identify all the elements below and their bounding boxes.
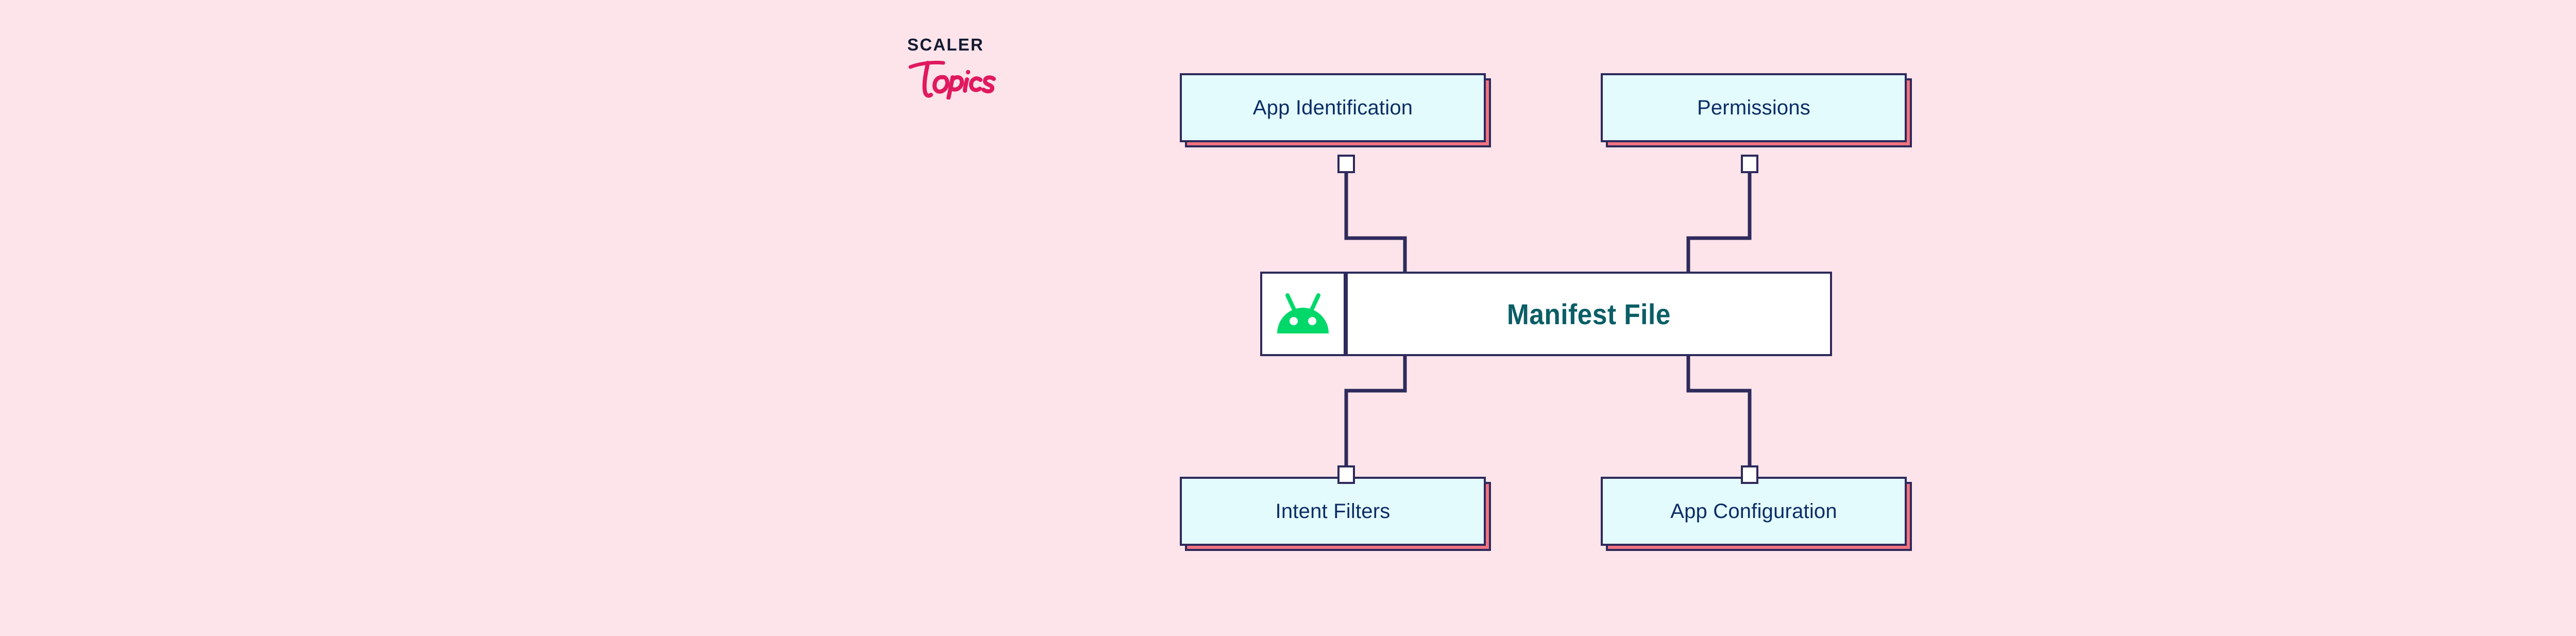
node-face: App Identification: [1180, 73, 1486, 142]
manifest-file-group[interactable]: Manifest File: [1260, 272, 1832, 356]
node-label: Intent Filters: [1275, 499, 1391, 523]
node-face: Intent Filters: [1180, 477, 1486, 546]
wire-intent-filters: [1344, 356, 1407, 475]
port-intent-filters: [1337, 465, 1355, 484]
port-permissions: [1741, 155, 1758, 173]
port-app-configuration: [1741, 465, 1758, 484]
wire-app-configuration: [1686, 356, 1752, 475]
android-robot-icon: [1277, 293, 1329, 333]
node-face: App Configuration: [1601, 477, 1907, 546]
android-icon-box: [1260, 272, 1346, 356]
node-app-configuration[interactable]: App Configuration: [1601, 477, 1912, 551]
manifest-file-label: Manifest File: [1506, 297, 1671, 330]
port-app-identification: [1337, 155, 1355, 173]
node-label: Permissions: [1697, 96, 1811, 119]
wire-permissions: [1686, 164, 1752, 272]
scaler-topics-logo: SCALER: [905, 36, 998, 108]
node-permissions[interactable]: Permissions: [1601, 73, 1912, 147]
wire-app-identification: [1344, 164, 1407, 272]
node-label: App Configuration: [1670, 499, 1837, 523]
node-intent-filters[interactable]: Intent Filters: [1180, 477, 1491, 551]
logo-wordmark-scaler: SCALER: [907, 35, 984, 54]
manifest-file-box: Manifest File: [1346, 272, 1832, 356]
node-app-identification[interactable]: App Identification: [1180, 73, 1491, 147]
node-face: Permissions: [1601, 73, 1907, 142]
node-label: App Identification: [1252, 96, 1413, 119]
logo-wordmark-topics: [908, 60, 996, 99]
